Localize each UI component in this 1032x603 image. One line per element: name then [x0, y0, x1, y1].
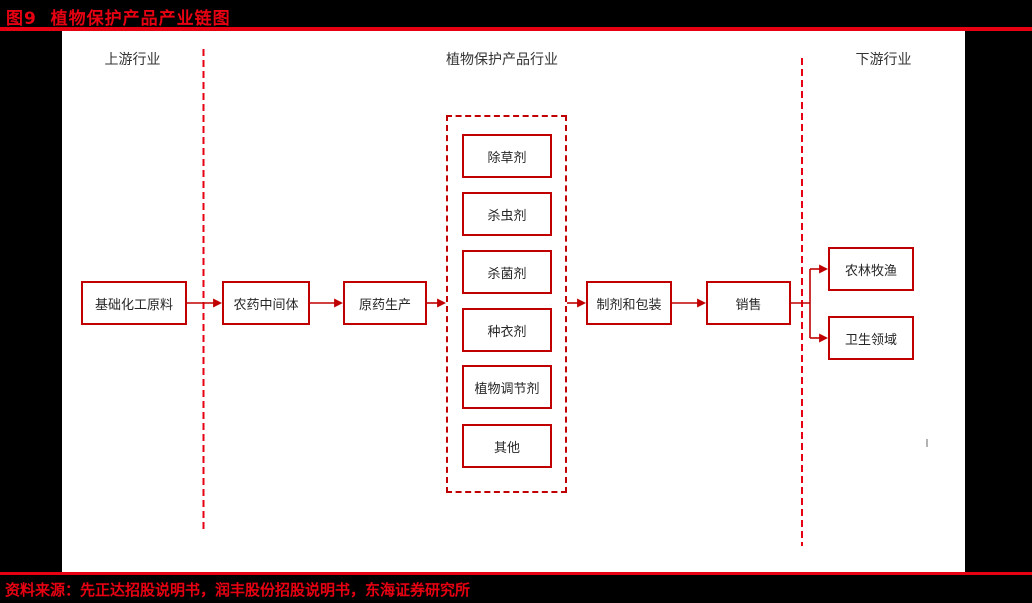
box-agriculture-forestry-husbandry-fishery: 农林牧渔	[828, 247, 914, 291]
bottom-rule	[0, 572, 1032, 575]
source-note: 资料来源：先正达招股说明书，润丰股份招股说明书，东海证券研究所	[5, 581, 471, 599]
product-box-herbicide: 除草剂	[462, 134, 552, 178]
section-label-upstream: 上游行业	[104, 52, 161, 68]
section-label-downstream: 下游行业	[855, 52, 912, 68]
product-box-seed-coating: 种衣剂	[462, 308, 552, 352]
diagram-canvas	[62, 31, 965, 572]
box-technical-production: 原药生产	[343, 281, 427, 325]
product-box-fungicide: 杀菌剂	[462, 250, 552, 294]
box-pesticide-intermediates: 农药中间体	[222, 281, 310, 325]
product-box-plant-regulator: 植物调节剂	[462, 365, 552, 409]
figure-title: 图9 植物保护产品产业链图	[6, 9, 231, 29]
box-base-chemical-materials: 基础化工原料	[81, 281, 187, 325]
box-formulation-packaging: 制剂和包装	[586, 281, 672, 325]
product-box-other: 其他	[462, 424, 552, 468]
product-category-group	[446, 115, 567, 493]
top-rule	[0, 27, 1032, 31]
stray-mark	[926, 439, 928, 447]
box-sales: 销售	[706, 281, 791, 325]
product-box-insecticide: 杀虫剂	[462, 192, 552, 236]
box-sanitation-field: 卫生领域	[828, 316, 914, 360]
section-label-core-industry: 植物保护产品行业	[446, 52, 558, 68]
